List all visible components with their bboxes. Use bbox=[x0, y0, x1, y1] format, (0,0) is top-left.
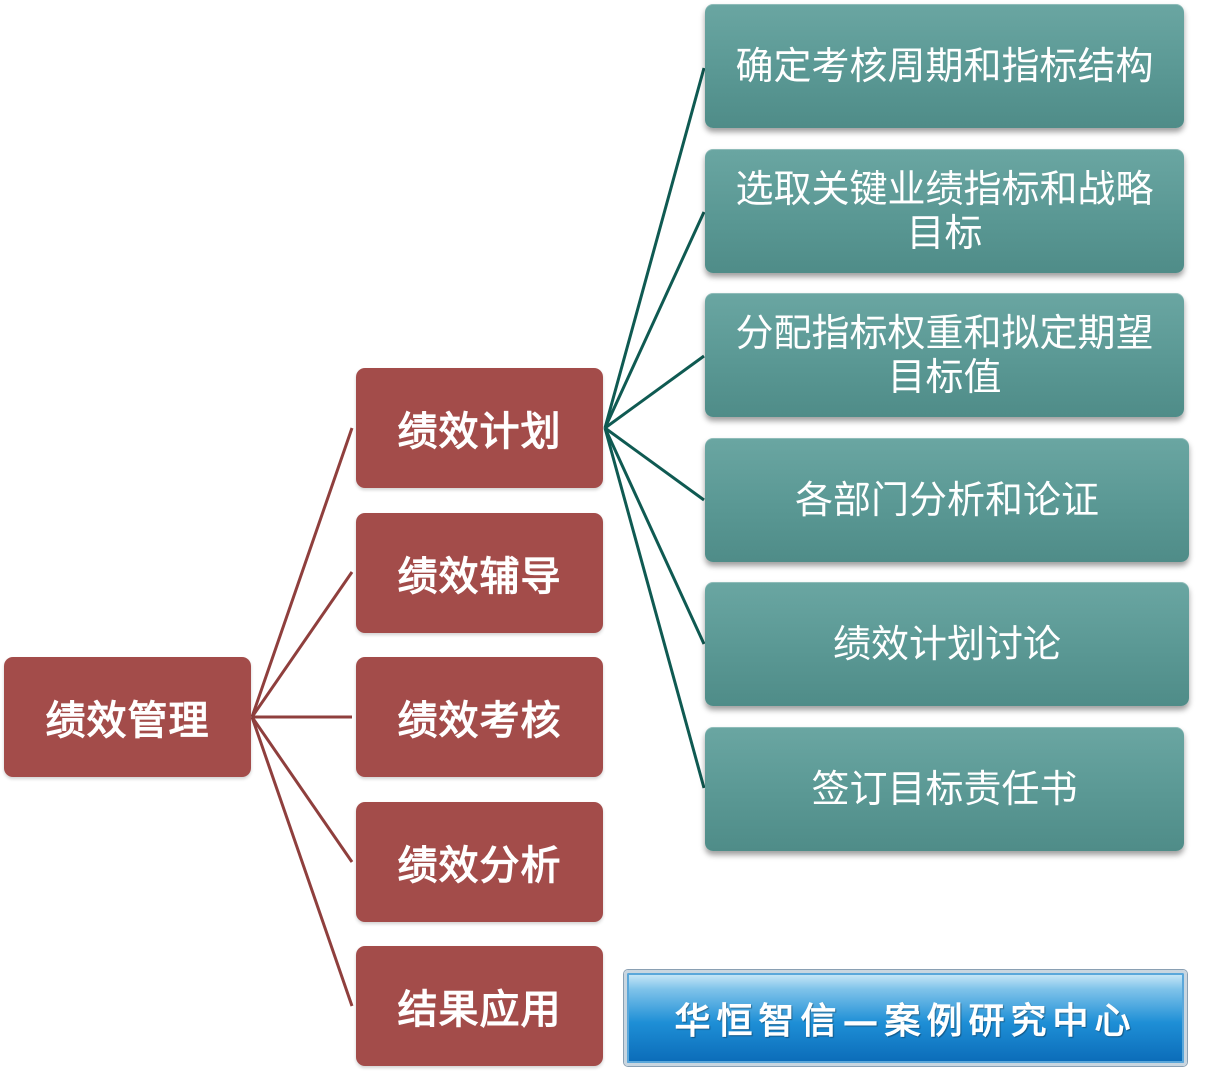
plan-step-text: 签订目标责任书 bbox=[811, 767, 1077, 811]
stage-node-label: 绩效考核 bbox=[397, 698, 562, 744]
plan-step-text: 绩效计划讨论 bbox=[833, 622, 1061, 666]
stage-node-plan: 绩效计划 bbox=[356, 368, 603, 488]
plan-step-node-3: 分配指标权重和拟定期望 目标值 bbox=[705, 293, 1184, 417]
plan-step-text: 分配指标权重和拟定期望 目标值 bbox=[735, 311, 1153, 399]
plan-step-line: 选取关键业绩指标和战略 bbox=[735, 167, 1154, 211]
plan-step-node-6: 签订目标责任书 bbox=[705, 727, 1184, 851]
connector-plan-to-step-4 bbox=[604, 426, 705, 502]
connector-plan-to-step-6 bbox=[603, 427, 706, 789]
connector-root-to-stage-4 bbox=[250, 716, 354, 863]
plan-step-line: 签订目标责任书 bbox=[811, 767, 1078, 811]
stage-node-label: 结果应用 bbox=[397, 987, 562, 1033]
connector-plan-to-step-2 bbox=[603, 211, 706, 429]
plan-step-text: 确定考核周期和指标结构 bbox=[735, 44, 1153, 88]
connector-plan-to-step-1 bbox=[603, 67, 706, 429]
stage-node-application: 结果应用 bbox=[356, 946, 603, 1066]
plan-step-node-5: 绩效计划讨论 bbox=[705, 582, 1189, 706]
logo-banner: 华恒智信—案例研究中心 bbox=[624, 970, 1187, 1066]
logo-text: 华恒智信—案例研究中心 bbox=[674, 1000, 1137, 1042]
plan-step-line: 各部门分析和论证 bbox=[794, 478, 1099, 522]
root-node: 绩效管理 bbox=[4, 657, 251, 777]
plan-step-line: 目标 bbox=[906, 211, 983, 255]
plan-step-line: 目标值 bbox=[887, 355, 1002, 399]
plan-step-line: 确定考核周期和指标结构 bbox=[735, 44, 1154, 88]
stage-node-analysis: 绩效分析 bbox=[356, 802, 603, 922]
stage-node-label: 绩效计划 bbox=[397, 409, 562, 455]
connector-root-to-stage-1 bbox=[250, 427, 354, 718]
stage-node-label: 绩效辅导 bbox=[397, 554, 562, 600]
connector-plan-to-step-3 bbox=[604, 354, 705, 430]
root-node-label: 绩效管理 bbox=[45, 698, 210, 744]
plan-step-node-2: 选取关键业绩指标和战略 目标 bbox=[705, 149, 1184, 273]
plan-step-line: 绩效计划讨论 bbox=[832, 622, 1061, 666]
plan-step-node-1: 确定考核周期和指标结构 bbox=[705, 4, 1184, 128]
plan-step-node-4: 各部门分析和论证 bbox=[705, 438, 1189, 562]
stage-node-appraisal: 绩效考核 bbox=[356, 657, 603, 777]
connector-root-to-stage-5 bbox=[250, 716, 354, 1007]
stage-node-label: 绩效分析 bbox=[397, 843, 562, 889]
connector-root-to-stage-2 bbox=[250, 571, 354, 718]
plan-step-text: 各部门分析和论证 bbox=[795, 478, 1099, 522]
plan-step-text: 选取关键业绩指标和战略 目标 bbox=[735, 167, 1153, 255]
plan-step-line: 分配指标权重和拟定期望 bbox=[735, 311, 1154, 355]
connector-plan-to-step-5 bbox=[603, 427, 706, 645]
stage-node-coaching: 绩效辅导 bbox=[356, 513, 603, 633]
